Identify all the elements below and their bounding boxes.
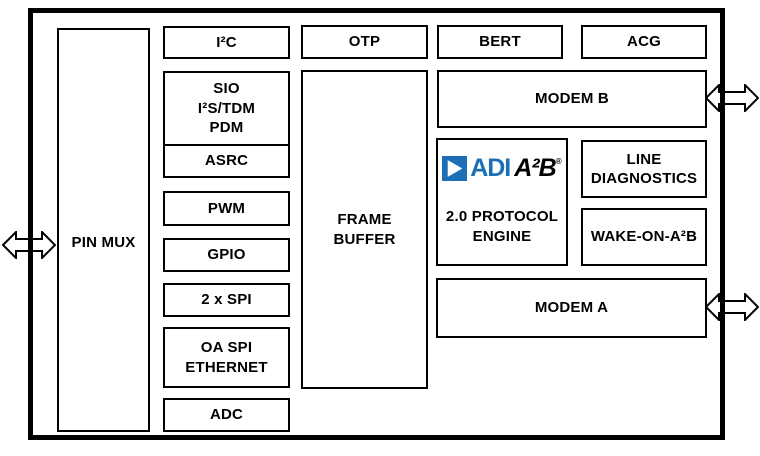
block-asrc: ASRC bbox=[163, 144, 290, 178]
left-port-bidirectional-arrow-icon bbox=[2, 231, 56, 259]
adi-a2b-logo: ADI A²B ® bbox=[442, 156, 562, 181]
block-sio-i2s-tdm-pdm: SIO I²S/TDM PDM bbox=[163, 71, 290, 146]
block-oa-spi-ethernet: OA SPI ETHERNET bbox=[163, 327, 290, 388]
registered-trademark-mark: ® bbox=[555, 157, 562, 166]
modem-b-port-bidirectional-arrow-icon bbox=[705, 84, 759, 112]
block-otp: OTP bbox=[301, 25, 428, 59]
block-i2c: I²C bbox=[163, 26, 290, 59]
modem-a-port-bidirectional-arrow-icon bbox=[705, 293, 759, 321]
block-2x-spi: 2 x SPI bbox=[163, 283, 290, 317]
block-wake-on-a2b: WAKE-ON-A²B bbox=[581, 208, 707, 266]
block-line-diagnostics: LINE DIAGNOSTICS bbox=[581, 140, 707, 198]
block-adc: ADC bbox=[163, 398, 290, 432]
protocol-engine-label: 2.0 PROTOCOL ENGINE bbox=[445, 208, 559, 245]
a2b-logo-text: A²B bbox=[514, 154, 556, 182]
block-modem-b: MODEM B bbox=[437, 70, 707, 128]
adi-logo-triangle-icon bbox=[442, 156, 468, 181]
block-gpio: GPIO bbox=[163, 238, 290, 272]
block-a2b-protocol-engine: ADI A²B ® 2.0 PROTOCOL ENGINE bbox=[436, 138, 568, 266]
block-pwm: PWM bbox=[163, 191, 290, 226]
block-pin-mux: PIN MUX bbox=[57, 28, 150, 432]
adi-logo-text: ADI bbox=[470, 154, 511, 182]
block-frame-buffer: FRAME BUFFER bbox=[301, 70, 428, 389]
block-modem-a: MODEM A bbox=[436, 278, 707, 338]
block-bert: BERT bbox=[437, 25, 563, 59]
block-acg: ACG bbox=[581, 25, 707, 59]
